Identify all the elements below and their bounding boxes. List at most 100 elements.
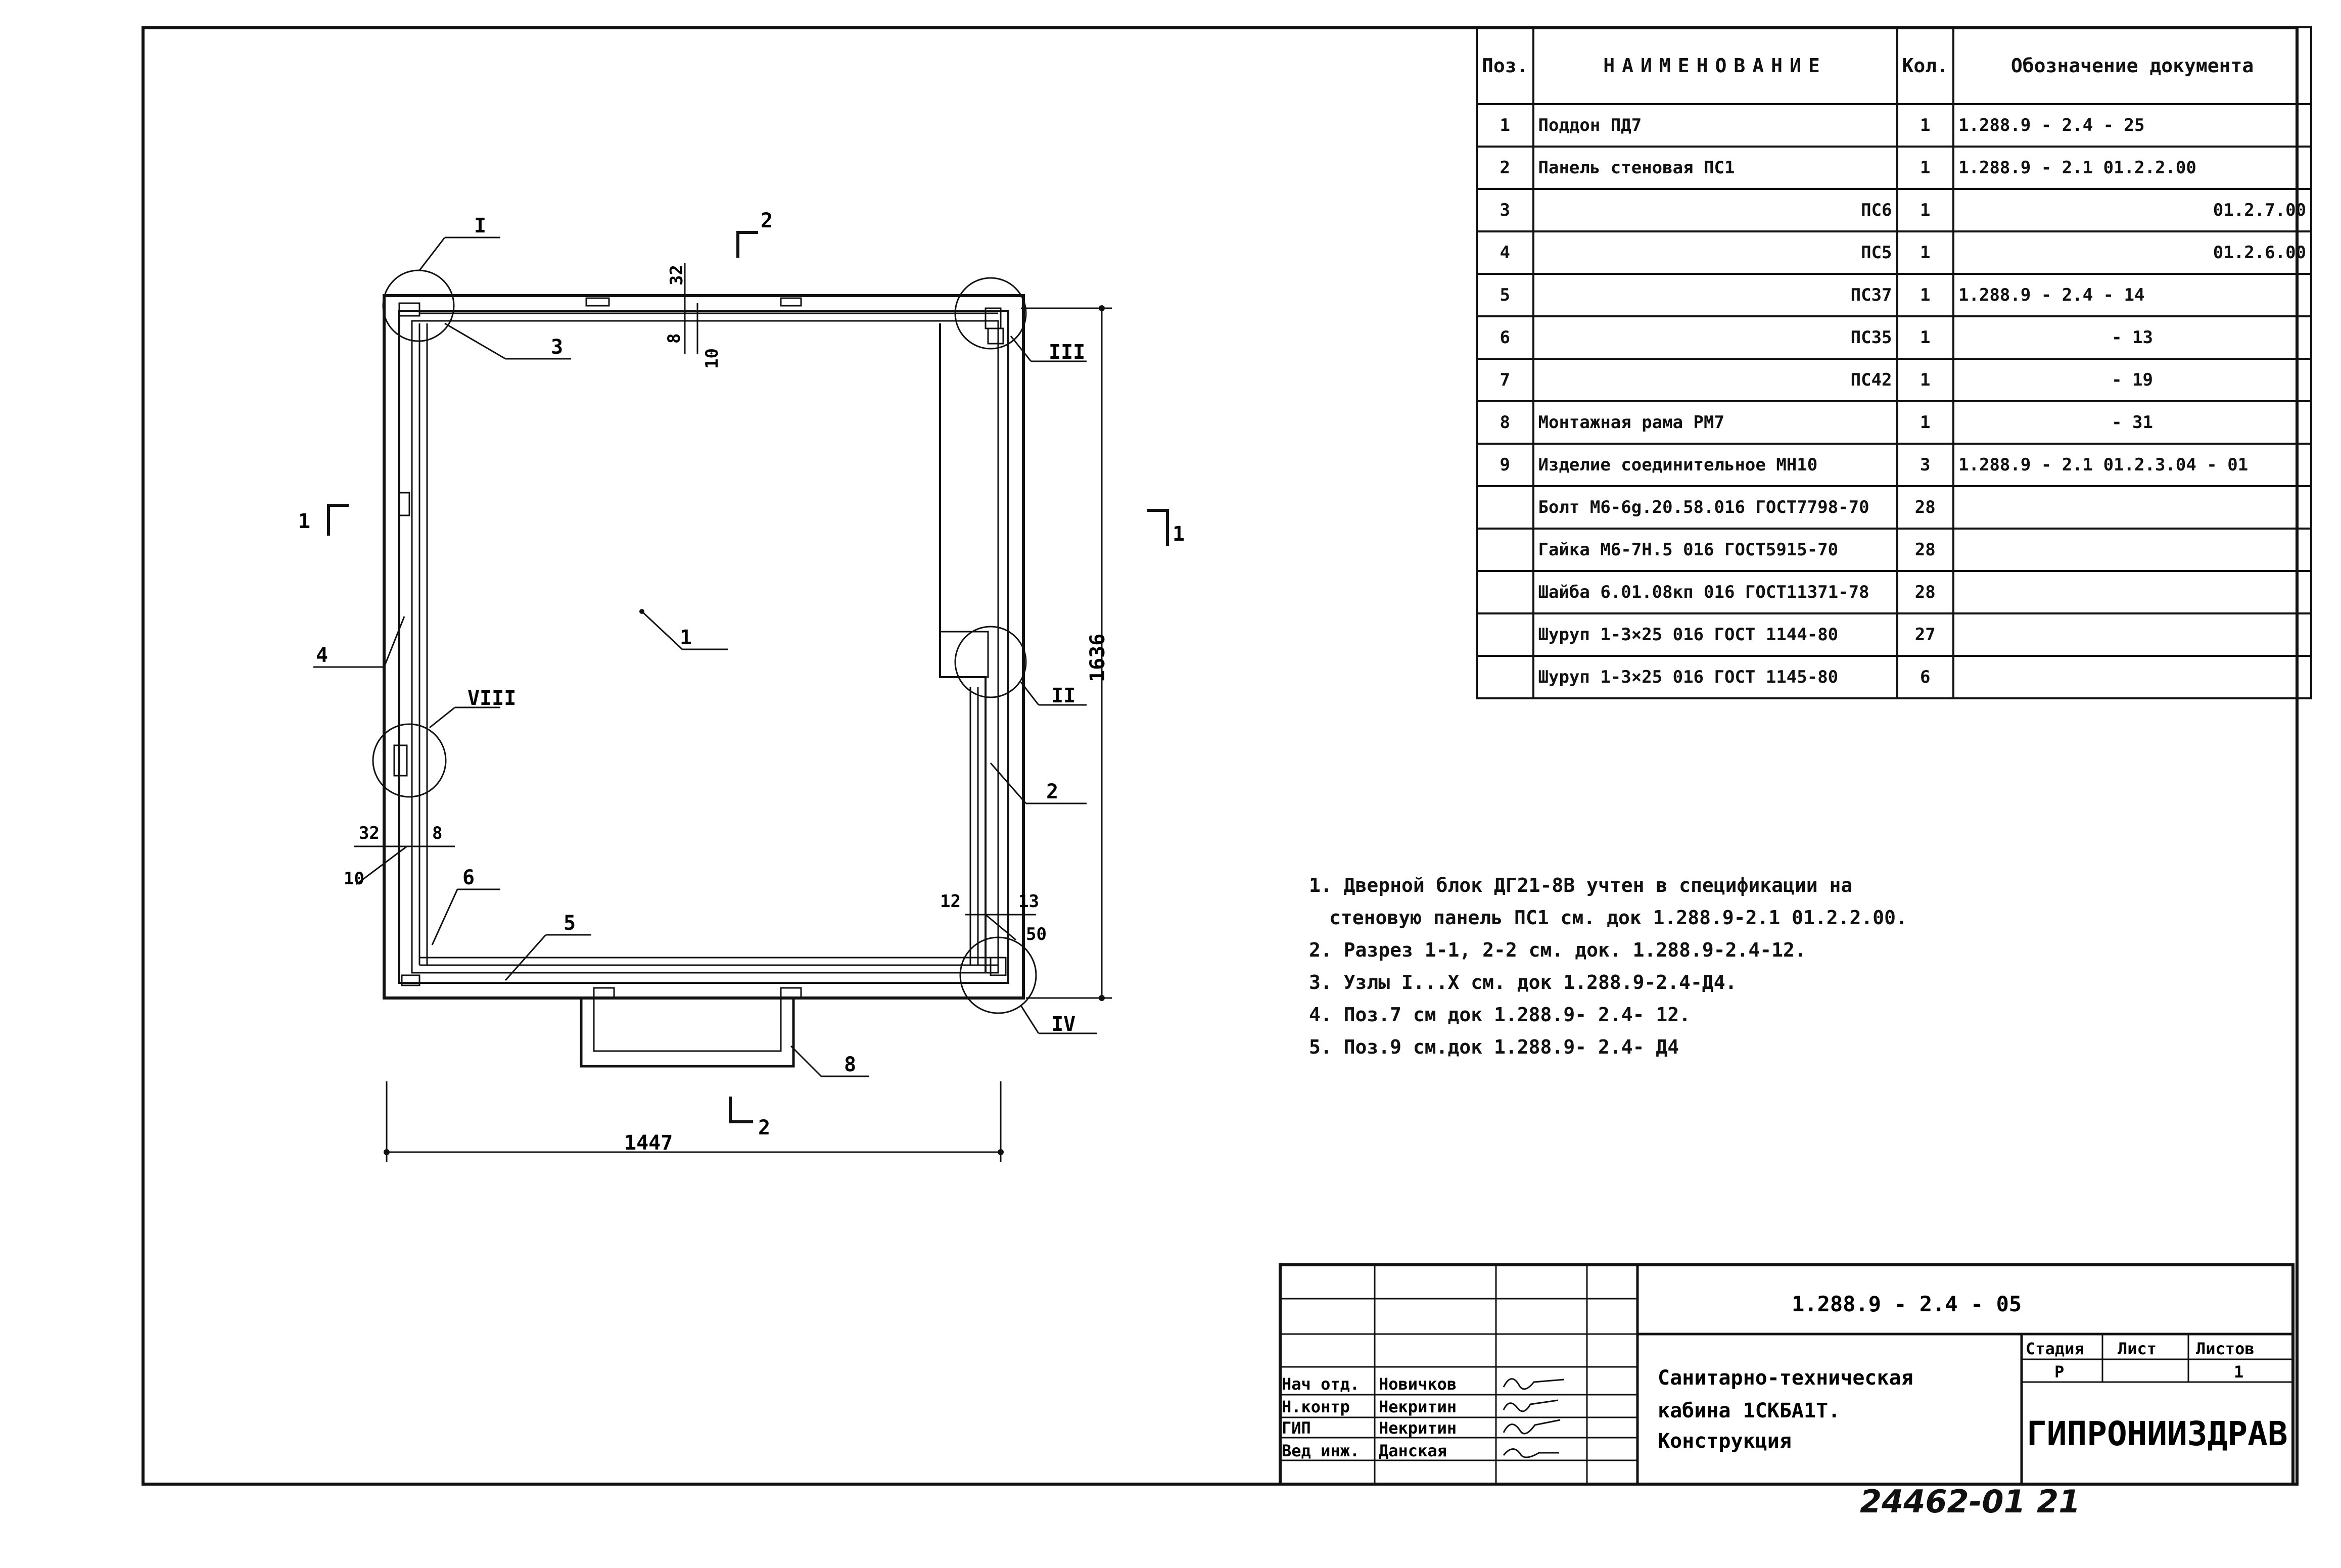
title-block: 1.288.9 - 2.4 - 05 Санитарно-техническая… [1279,1263,2295,1486]
spec-pos-cell [1476,485,1534,530]
spec-pos-cell [1476,528,1534,572]
spec-name-cell: Гайка М6-7Н.5 016 ГОСТ5915-70 [1532,528,1898,572]
spec-pos-cell: 4 [1476,230,1534,275]
spec-doc-cell [1952,655,2313,699]
spec-qty-cell: 1 [1896,230,1955,275]
dimension-right-50: 50 [1026,924,1047,944]
dimension-left-32: 32 [359,823,380,843]
spec-pos-cell: 1 [1476,103,1534,148]
spec-name-cell: Болт М6-6g.20.58.016 ГОСТ7798-70 [1532,485,1898,530]
dimension-right-13: 13 [1018,891,1039,912]
spec-doc-cell: - 31 [1952,400,2313,445]
spec-doc-cell [1952,485,2313,530]
spec-pos-cell: 7 [1476,358,1534,402]
spec-qty-cell: 27 [1896,612,1955,657]
spec-name-cell: Поддон ПД7 [1532,103,1898,148]
sheet-header: Лист [2118,1339,2157,1358]
wall-outer [383,294,1025,1000]
wall-inner [398,310,1009,984]
section-mark-2-bottom [729,1097,753,1123]
stage-value: Р [2054,1362,2064,1382]
spec-name-cell: Шуруп 1-3×25 016 ГОСТ 1144-80 [1532,612,1898,657]
dimension-top-10: 10 [702,348,722,369]
title-doc-code: 1.288.9 - 2.4 - 05 [1792,1292,2022,1316]
spec-name-cell: Панель стеновая ПС1 [1532,146,1898,190]
spec-pos-cell [1476,655,1534,699]
spec-name-cell: Шуруп 1-3×25 016 ГОСТ 1145-80 [1532,655,1898,699]
spec-pos-cell: 5 [1476,273,1534,317]
node-circle-IV [959,936,1037,1014]
spec-qty-cell: 1 [1896,358,1955,402]
notes-block: 1. Дверной блок ДГ21-8В учтен в специфик… [1309,869,1907,1063]
signature-2 [1503,1399,1559,1412]
spec-qty-cell: 1 [1896,315,1955,360]
section-mark-2-top [736,231,758,258]
callout-6: 6 [462,866,475,889]
dimension-top-32: 32 [667,265,687,286]
dimension-left-10: 10 [344,869,364,889]
node-circle-III [954,277,1027,350]
role-1-name: Новичков [1379,1374,1457,1394]
role-2: Н.контр [1282,1397,1350,1416]
role-4: Вед инж. [1282,1441,1360,1460]
mounting-frame-rm7 [580,996,795,1068]
note-line: 1. Дверной блок ДГ21-8В учтен в специфик… [1309,874,1853,896]
signature-3 [1503,1419,1561,1435]
specification-table: Поз. НАИМЕНОВАНИЕ Кол. Обозначение докум… [1476,26,2313,699]
role-3-name: Некритин [1379,1418,1457,1438]
spec-qty-cell: 28 [1896,528,1955,572]
spec-name-cell: ПС6 [1532,188,1898,232]
spec-name-cell: ПС42 [1532,358,1898,402]
signatures [1503,1378,1565,1458]
plan-drawing: I III II VIII IV 3 4 1 2 6 5 8 1 1 2 2 1… [298,209,1185,1162]
spec-qty-cell: 1 [1896,273,1955,317]
spec-qty-cell: 1 [1896,400,1955,445]
node-circle-II [954,626,1027,698]
spec-doc-cell: - 19 [1952,358,2313,402]
node-circle-I [382,269,455,342]
spec-doc-cell: 01.2.6.00 [1952,230,2313,275]
callout-VIII: VIII [467,687,516,710]
callout-3: 3 [551,336,563,359]
spec-name-cell: Шайба 6.01.08кп 016 ГОСТ11371-78 [1532,570,1898,614]
role-2-name: Некритин [1379,1397,1457,1416]
note-line: стеновую панель ПС1 см. док 1.288.9-2.1 … [1329,907,1907,929]
specification-table-body: Поз. НАИМЕНОВАНИЕ Кол. Обозначение докум… [1476,26,2313,699]
dimension-height: 1636 [1086,634,1109,682]
role-1: Нач отд. [1282,1374,1360,1394]
role-3: ГИП [1282,1418,1311,1438]
title-line-3: Конструкция [1658,1430,1792,1453]
note-line: 2. Разрез 1-1, 2-2 см. док. 1.288.9-2.4-… [1309,939,1806,961]
spec-pos-cell: 9 [1476,443,1534,487]
callout-IV: IV [1051,1013,1075,1036]
section-mark-1-right [1147,509,1169,546]
spec-doc-cell: 1.288.9 - 2.4 - 25 [1952,103,2313,148]
spec-name-cell: Монтажная рама РМ7 [1532,400,1898,445]
section-label-1-left: 1 [298,510,310,533]
callout-1: 1 [680,626,692,649]
callout-8: 8 [844,1053,856,1076]
dimension-right-12: 12 [940,891,961,912]
spec-name-cell: ПС5 [1532,230,1898,275]
spec-pos-cell: 8 [1476,400,1534,445]
dimension-top-8: 8 [664,334,684,344]
spec-name-cell: Изделие соединительное МН10 [1532,443,1898,487]
role-4-name: Данская [1379,1441,1447,1460]
spec-doc-cell: 1.288.9 - 2.1 01.2.3.04 - 01 [1952,443,2313,487]
spec-pos-cell [1476,570,1534,614]
spec-doc-cell [1952,570,2313,614]
callout-4: 4 [316,644,328,667]
callout-I: I [474,214,486,237]
header-doc: Обозначение документа [1952,26,2313,105]
signature-4 [1503,1448,1559,1458]
wall-inner-2 [411,320,999,974]
spec-pos-cell: 6 [1476,315,1534,360]
